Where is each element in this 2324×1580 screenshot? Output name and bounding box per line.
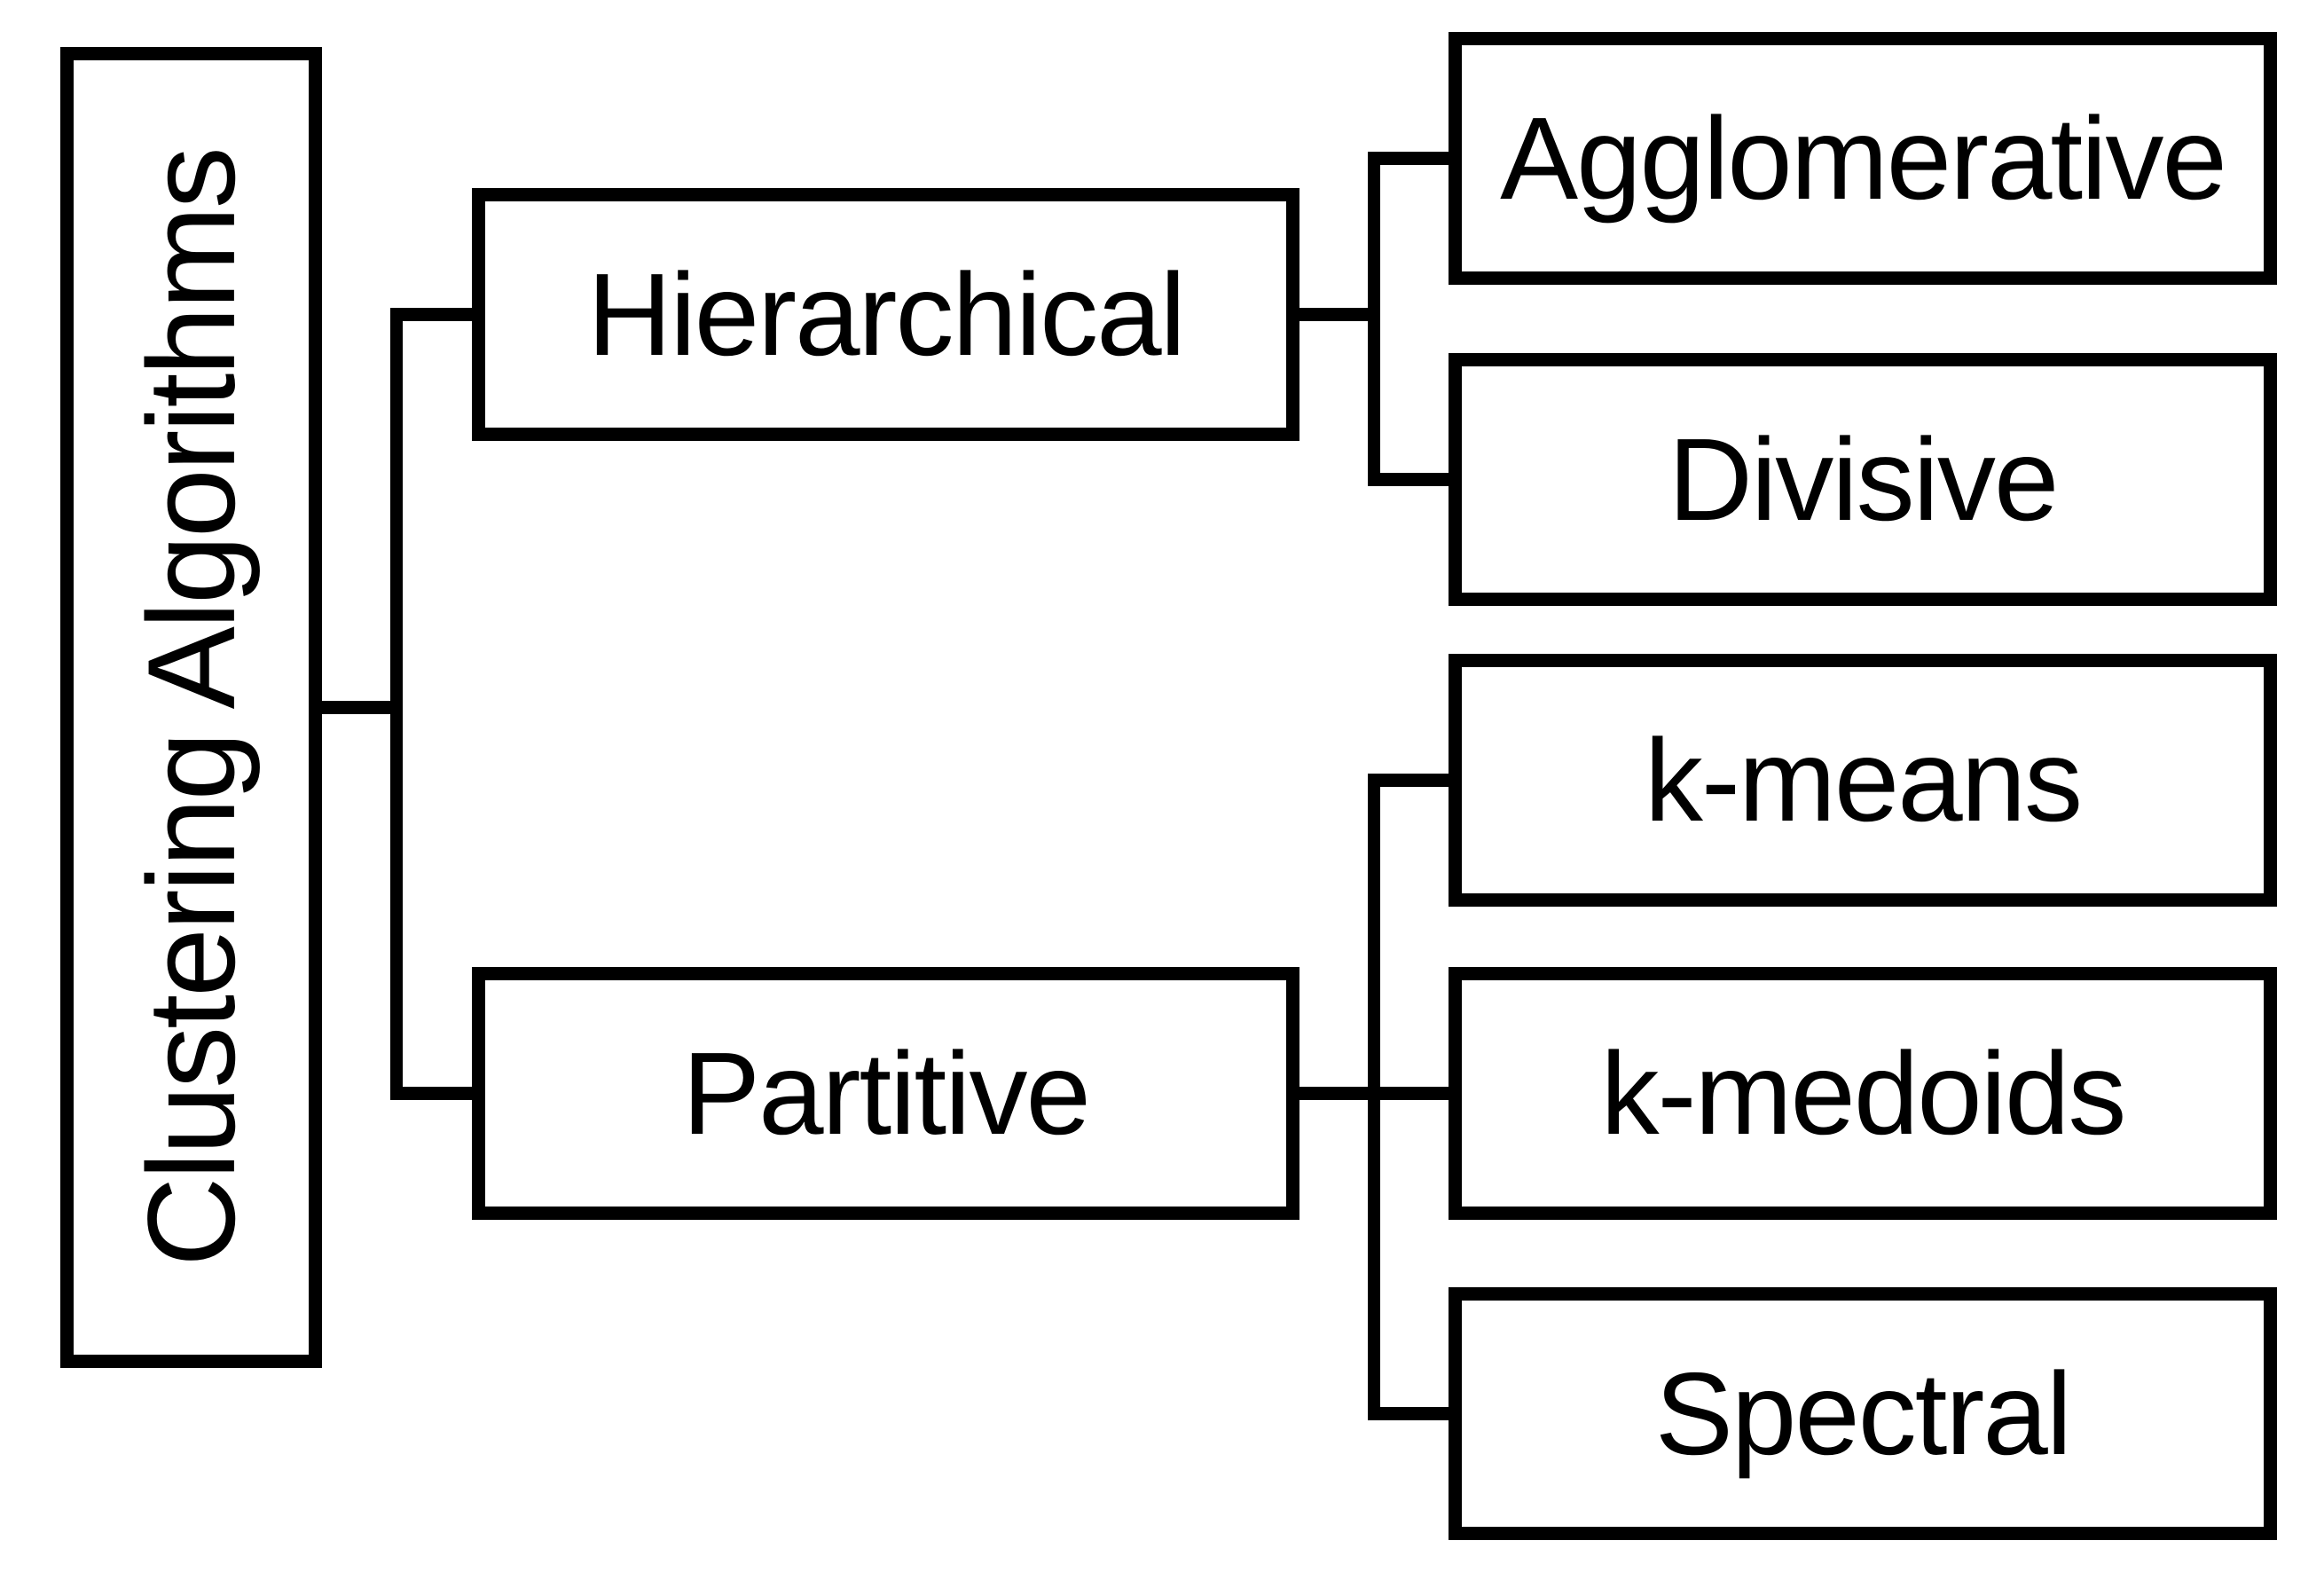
- leaf-node-kmedoids: k-medoids: [1449, 967, 2277, 1220]
- branch-node-partitive: Partitive: [472, 967, 1299, 1220]
- connector-to-partitive: [390, 1087, 472, 1100]
- leaf-node-label: k-medoids: [1600, 1027, 2127, 1159]
- connector-to-divisive: [1368, 473, 1449, 486]
- leaf-node-label: Agglomerative: [1500, 92, 2227, 224]
- branch-node-label: Partitive: [682, 1027, 1091, 1159]
- connector-root-branch-vertical: [390, 308, 403, 1100]
- connector-root-stub: [321, 701, 403, 714]
- root-node-clustering-algorithms: Clustering Algorithms: [60, 47, 322, 1368]
- leaf-node-label: Divisive: [1668, 413, 2060, 545]
- connector-hierarchical-children-vertical: [1368, 152, 1380, 486]
- leaf-node-spectral: Spectral: [1449, 1287, 2277, 1540]
- root-node-label: Clustering Algorithms: [121, 148, 261, 1267]
- connector-hierarchical-stub: [1291, 308, 1380, 321]
- connector-partitive-children-vertical: [1368, 774, 1380, 1420]
- connector-to-kmeans: [1368, 774, 1449, 787]
- connector-to-spectral: [1368, 1407, 1449, 1420]
- connector-to-hierarchical: [390, 308, 472, 321]
- leaf-node-divisive: Divisive: [1449, 353, 2277, 606]
- leaf-node-label: Spectral: [1654, 1348, 2072, 1479]
- branch-node-hierarchical: Hierarchical: [472, 188, 1299, 441]
- branch-node-label: Hierarchical: [587, 248, 1186, 380]
- leaf-node-agglomerative: Agglomerative: [1449, 32, 2277, 285]
- leaf-node-label: k-means: [1644, 714, 2083, 845]
- connector-to-agglomerative: [1368, 152, 1449, 165]
- leaf-node-kmeans: k-means: [1449, 654, 2277, 907]
